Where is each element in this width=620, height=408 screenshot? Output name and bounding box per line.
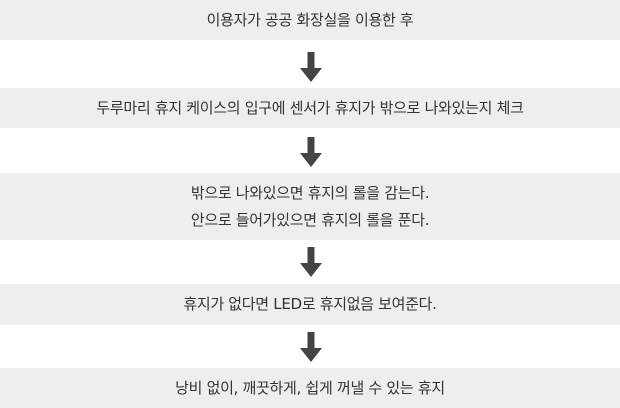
flow-step-4: 휴지가 없다면 LED로 휴지없음 보여준다. xyxy=(0,284,620,325)
step-3-text-line-2: 안으로 들어가있으면 휴지의 롤을 푼다. xyxy=(190,210,430,229)
step-3-text-line-1: 밖으로 나와있으면 휴지의 롤을 감는다. xyxy=(190,184,430,203)
step-1-text: 이용자가 공공 화장실을 이용한 후 xyxy=(206,10,414,29)
flow-step-1: 이용자가 공공 화장실을 이용한 후 xyxy=(0,0,620,40)
arrow-down-icon xyxy=(300,52,322,82)
flow-step-5: 낭비 없이, 깨끗하게, 쉽게 꺼낼 수 있는 휴지 xyxy=(0,368,620,408)
arrow-down-icon xyxy=(300,247,322,277)
step-2-text: 두루마리 휴지 케이스의 입구에 센서가 휴지가 밖으로 나와있는지 체크 xyxy=(96,98,524,117)
flow-step-2: 두루마리 휴지 케이스의 입구에 센서가 휴지가 밖으로 나와있는지 체크 xyxy=(0,88,620,128)
step-5-text: 낭비 없이, 깨끗하게, 쉽게 꺼낼 수 있는 휴지 xyxy=(175,378,445,397)
flow-step-3: 밖으로 나와있으면 휴지의 롤을 감는다. 안으로 들어가있으면 휴지의 롤을 … xyxy=(0,173,620,240)
arrow-down-icon xyxy=(300,332,322,362)
arrow-down-icon xyxy=(300,137,322,167)
step-4-text: 휴지가 없다면 LED로 휴지없음 보여준다. xyxy=(183,295,437,314)
